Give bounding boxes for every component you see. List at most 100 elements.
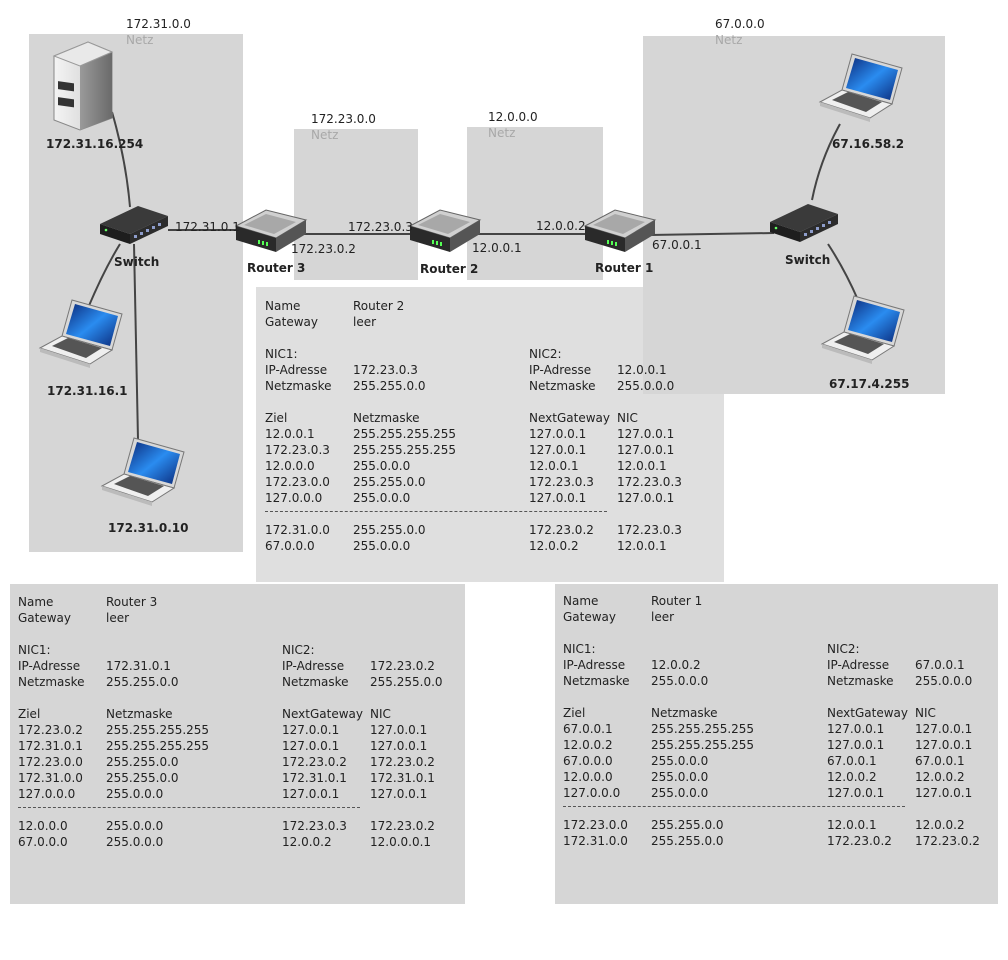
route-cell: 127.0.0.1 (617, 491, 675, 505)
route-cell: 127.0.0.0 (265, 491, 323, 505)
network-tag: Netz (126, 33, 154, 47)
router1-label: Router 1 (595, 261, 654, 275)
server-ip-label: 172.31.16.254 (46, 137, 144, 151)
route-cell: 127.0.0.1 (617, 443, 675, 457)
gateway-label: Gateway (563, 610, 617, 624)
column-header: NIC (617, 411, 638, 425)
route-cell: 67.0.0.1 (915, 754, 965, 768)
route-cell: 127.0.0.1 (529, 491, 587, 505)
nic2-ip-label: IP-Adresse (529, 363, 592, 377)
route-cell: 172.23.0.2 (18, 723, 83, 737)
route-cell: 127.0.0.1 (915, 722, 973, 736)
route-cell: 67.0.0.1 (827, 754, 877, 768)
route-cell: 12.0.0.1 (617, 539, 667, 553)
gateway-label: Gateway (18, 611, 72, 625)
router-icon[interactable] (234, 200, 308, 256)
router-name: Router 2 (353, 299, 405, 313)
route-cell: 255.255.0.0 (106, 771, 179, 785)
route-cell: 172.23.0.2 (370, 755, 435, 769)
name-label: Name (563, 594, 599, 608)
link-label-r2-nic2: 12.0.0.1 (472, 241, 522, 255)
server-icon[interactable] (50, 36, 116, 132)
switch-icon[interactable] (768, 196, 840, 246)
column-header: Netzmaske (353, 411, 420, 425)
route-cell: 127.0.0.1 (915, 738, 973, 752)
nic1-mask-label: Netzmaske (18, 675, 85, 689)
route-cell: 255.255.255.255 (651, 738, 755, 752)
table-divider (563, 806, 905, 807)
route-cell: 172.23.0.2 (282, 755, 347, 769)
nic2-mask: 255.255.0.0 (370, 675, 443, 689)
route-cell: 12.0.0.0 (18, 819, 68, 833)
nic1-title: NIC1: (18, 643, 51, 657)
route-cell: 255.255.0.0 (353, 523, 426, 537)
route-cell: 127.0.0.0 (18, 787, 76, 801)
nic2-ip-label: IP-Adresse (282, 659, 345, 673)
laptop-icon[interactable] (100, 436, 186, 508)
gateway-label: Gateway (265, 315, 319, 329)
route-cell: 12.0.0.0.1 (370, 835, 432, 849)
nic1-mask-label: Netzmaske (265, 379, 332, 393)
nic2-mask-label: Netzmaske (529, 379, 596, 393)
laptop-right-1-ip-label: 67.16.58.2 (832, 137, 905, 151)
zone-router2-table (256, 287, 724, 582)
network-tag: Netz (311, 128, 339, 142)
route-cell: 12.0.0.1 (617, 459, 667, 473)
laptop-icon[interactable] (38, 298, 124, 370)
link-label-r1-nic2: 67.0.0.1 (652, 238, 702, 252)
laptop-icon[interactable] (820, 294, 906, 374)
nic2-ip: 12.0.0.1 (617, 363, 667, 377)
route-cell: 172.23.0.2 (529, 523, 594, 537)
column-header: NextGateway (529, 411, 610, 425)
route-cell: 255.255.0.0 (106, 755, 179, 769)
network-tag: Netz (488, 126, 516, 140)
route-cell: 255.255.255.255 (651, 722, 755, 736)
column-header: NIC (915, 706, 936, 720)
column-header: Netzmaske (651, 706, 718, 720)
nic1-ip: 12.0.0.2 (651, 658, 701, 672)
network-address: 12.0.0.0 (488, 110, 538, 124)
network-label-172-23: 172.23.0.0 Netz (311, 111, 376, 143)
route-cell: 172.31.0.1 (18, 739, 83, 753)
column-header: Ziel (563, 706, 586, 720)
route-cell: 67.0.0.1 (563, 722, 613, 736)
nic2-mask-label: Netzmaske (282, 675, 349, 689)
route-cell: 12.0.0.1 (265, 427, 315, 441)
route-cell: 255.0.0.0 (651, 786, 709, 800)
laptop-right-2-ip-label: 67.17.4.255 (829, 377, 910, 391)
route-cell: 127.0.0.1 (282, 723, 340, 737)
link-laptop2-switch (133, 243, 139, 441)
route-cell: 172.31.0.1 (370, 771, 435, 785)
route-cell: 172.23.0.3 (617, 475, 682, 489)
column-header: NextGateway (827, 706, 908, 720)
nic1-mask: 255.0.0.0 (651, 674, 709, 688)
switch-icon[interactable] (98, 198, 170, 248)
route-cell: 12.0.0.2 (915, 770, 965, 784)
route-cell: 172.23.0.3 (617, 523, 682, 537)
route-cell: 172.31.0.1 (282, 771, 347, 785)
column-header: Ziel (18, 707, 41, 721)
route-cell: 127.0.0.1 (370, 787, 428, 801)
laptop-icon[interactable] (818, 52, 904, 132)
router-icon[interactable] (408, 200, 482, 256)
route-cell: 127.0.0.1 (370, 739, 428, 753)
route-cell: 12.0.0.0 (563, 770, 613, 784)
zone-net-12 (467, 127, 603, 280)
link-label-r2-nic1: 172.23.0.3 (348, 220, 413, 234)
router-icon[interactable] (583, 200, 657, 256)
nic1-ip-label: IP-Adresse (18, 659, 81, 673)
table-divider (18, 807, 360, 808)
link-switch-laptop-r1 (811, 123, 841, 201)
nic1-mask-label: Netzmaske (563, 674, 630, 688)
route-cell: 127.0.0.1 (827, 722, 885, 736)
route-cell: 172.23.0.3 (529, 475, 594, 489)
network-label-172-31: 172.31.0.0 Netz (126, 16, 191, 48)
switch-left-label: Switch (114, 255, 160, 269)
router-name: Router 1 (651, 594, 703, 608)
link-label-r1-nic1: 12.0.0.2 (536, 219, 586, 233)
nic1-title: NIC1: (265, 347, 298, 361)
column-header: NextGateway (282, 707, 363, 721)
nic2-ip: 172.23.0.2 (370, 659, 435, 673)
laptop-left-2-ip-label: 172.31.0.10 (108, 521, 189, 535)
